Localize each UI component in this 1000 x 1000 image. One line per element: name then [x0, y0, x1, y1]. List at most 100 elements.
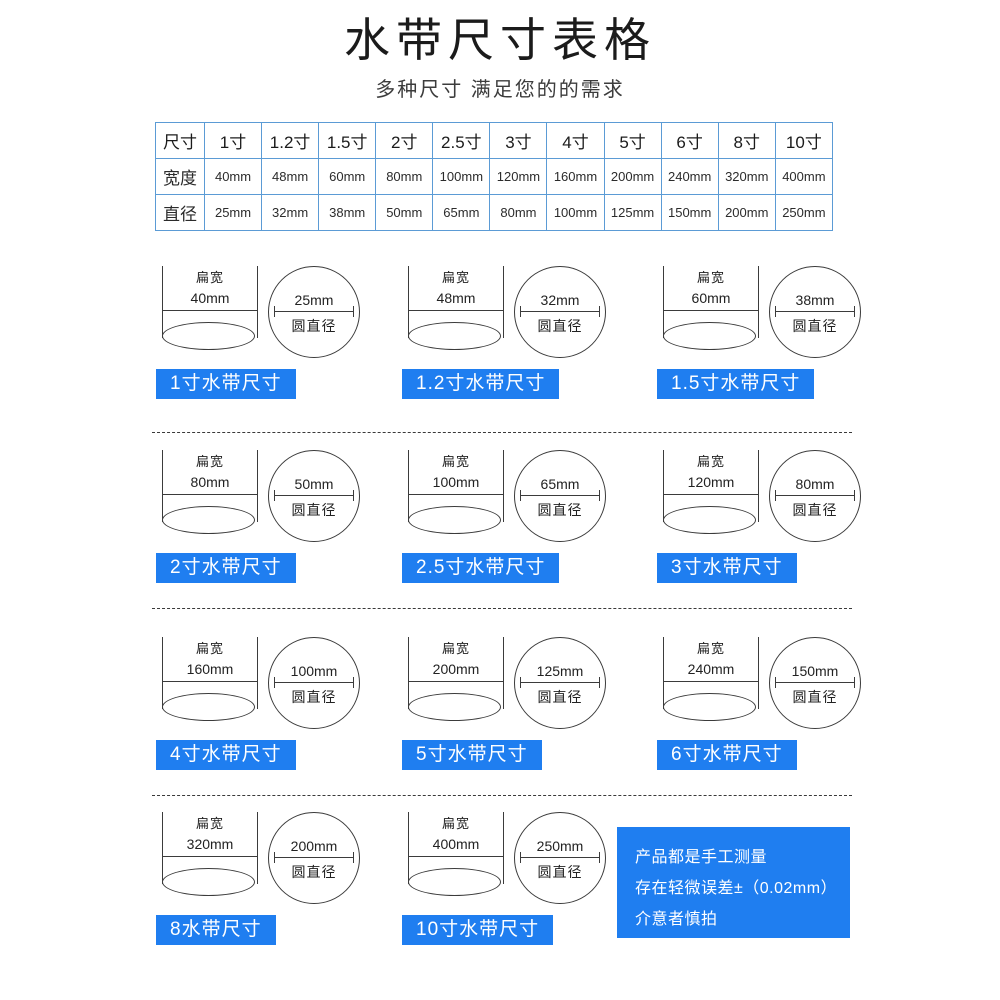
diameter-cap-right-icon: [353, 677, 354, 688]
flat-bottom-ellipse-icon: [408, 868, 501, 896]
size-tag-button[interactable]: 6寸水带尺寸: [657, 740, 797, 770]
table-cell-width-5: 120mm: [489, 158, 548, 195]
size-tag-button[interactable]: 1寸水带尺寸: [156, 369, 296, 399]
flat-midline-icon: [162, 681, 258, 682]
flat-width-value: 80mm: [190, 474, 230, 490]
diameter-cap-right-icon: [854, 306, 855, 317]
diameter-cap-left-icon: [520, 490, 521, 501]
section-divider-3: [152, 795, 852, 796]
flat-edge-left-icon: [162, 812, 163, 884]
circle-outline-icon: [268, 450, 360, 542]
table-cell-size-7: 5寸: [603, 122, 662, 159]
diameter-line-icon: [520, 857, 600, 858]
flat-midline-icon: [162, 856, 258, 857]
size-tag-button[interactable]: 8水带尺寸: [156, 915, 276, 945]
round-diameter-value: 38mm: [795, 292, 835, 308]
table-cell-width-7: 200mm: [603, 158, 662, 195]
table-cell-size-8: 6寸: [660, 122, 719, 159]
flat-bottom-ellipse-icon: [663, 693, 756, 721]
table-rowheader-width: 宽度: [155, 158, 205, 195]
flat-edge-left-icon: [162, 266, 163, 338]
diameter-cap-right-icon: [854, 490, 855, 501]
diameter-cap-left-icon: [520, 306, 521, 317]
diameter-cap-left-icon: [520, 852, 521, 863]
round-diameter-label: 圆直径: [537, 318, 583, 334]
flat-edge-right-icon: [257, 450, 258, 522]
flat-bottom-ellipse-icon: [663, 506, 756, 534]
table-cell-width-10: 400mm: [774, 158, 834, 195]
table-rowheader-diameter: 直径: [155, 194, 205, 231]
flat-width-value: 240mm: [687, 661, 735, 677]
diameter-line-icon: [274, 311, 354, 312]
diameter-cap-right-icon: [599, 677, 600, 688]
table-cell-size-10: 10寸: [774, 122, 834, 159]
page-header: 水带尺寸表格 多种尺寸 满足您的的需求: [0, 0, 1000, 104]
diameter-line-icon: [775, 495, 855, 496]
table-cell-diameter-0: 25mm: [203, 194, 263, 231]
table-cell-width-6: 160mm: [546, 158, 605, 195]
round-diameter-label: 圆直径: [291, 502, 337, 518]
table-cell-width-2: 60mm: [318, 158, 377, 195]
flat-edge-right-icon: [257, 266, 258, 338]
note-line-3: 介意者慎拍: [635, 911, 718, 928]
measurement-note-box: 产品都是手工测量 存在轻微误差±（0.02mm） 介意者慎拍: [617, 827, 850, 938]
round-diameter-label: 圆直径: [291, 689, 337, 705]
flat-width-label: 扁宽: [696, 270, 725, 285]
size-tag-button[interactable]: 3寸水带尺寸: [657, 553, 797, 583]
flat-width-value: 400mm: [432, 836, 480, 852]
diameter-cap-left-icon: [274, 852, 275, 863]
size-tag-button[interactable]: 2.5寸水带尺寸: [402, 553, 560, 583]
size-tag-button[interactable]: 1.5寸水带尺寸: [657, 369, 815, 399]
size-tag-button[interactable]: 10寸水带尺寸: [402, 915, 554, 945]
size-tag-button[interactable]: 2寸水带尺寸: [156, 553, 296, 583]
circle-outline-icon: [769, 637, 861, 729]
table-cell-size-2: 1.5寸: [318, 122, 377, 159]
flat-width-diagram: 扁宽 60mm: [663, 266, 759, 354]
diameter-line-icon: [274, 495, 354, 496]
size-tag-button[interactable]: 1.2寸水带尺寸: [402, 369, 560, 399]
flat-edge-right-icon: [758, 266, 759, 338]
diameter-line-icon: [274, 682, 354, 683]
table-cell-diameter-6: 100mm: [546, 194, 605, 231]
diameter-cap-right-icon: [599, 490, 600, 501]
flat-edge-left-icon: [408, 812, 409, 884]
flat-width-value: 60mm: [691, 290, 731, 306]
flat-bottom-ellipse-icon: [162, 693, 255, 721]
table-cell-width-4: 100mm: [432, 158, 491, 195]
size-tag-button[interactable]: 4寸水带尺寸: [156, 740, 296, 770]
flat-midline-icon: [162, 494, 258, 495]
circle-outline-icon: [514, 266, 606, 358]
diameter-line-icon: [274, 857, 354, 858]
diameter-line-icon: [520, 682, 600, 683]
circle-outline-icon: [268, 637, 360, 729]
table-cell-size-6: 4寸: [546, 122, 605, 159]
circle-outline-icon: [514, 812, 606, 904]
table-row-sizes: 尺寸 1寸 1.2寸 1.5寸 2寸 2.5寸 3寸 4寸 5寸 6寸 8寸 1…: [155, 122, 834, 159]
table-cell-diameter-2: 38mm: [318, 194, 377, 231]
note-line-1: 产品都是手工测量: [635, 849, 768, 866]
size-tag-button[interactable]: 5寸水带尺寸: [402, 740, 542, 770]
flat-midline-icon: [408, 681, 504, 682]
circle-outline-icon: [268, 266, 360, 358]
table-cell-width-9: 320mm: [717, 158, 776, 195]
round-diameter-value: 200mm: [290, 838, 338, 854]
table-cell-diameter-9: 200mm: [717, 194, 776, 231]
diameter-cap-left-icon: [274, 306, 275, 317]
round-diameter-value: 65mm: [540, 476, 580, 492]
